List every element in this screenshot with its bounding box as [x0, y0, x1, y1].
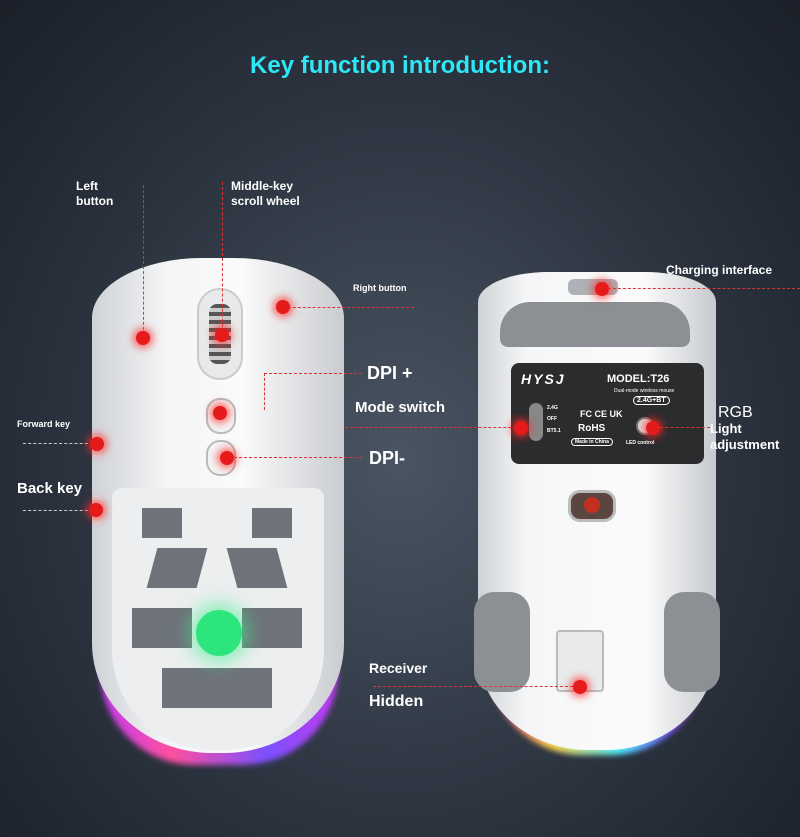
mode-switch-marker	[213, 406, 227, 420]
back-key-marker	[89, 503, 103, 517]
page-title: Key function introduction:	[250, 52, 550, 79]
right-glide-pad	[664, 592, 720, 692]
dpi-minus-label: DPI-	[369, 448, 405, 468]
receiver-label: Receiver	[369, 660, 428, 676]
subtitle-text: Dual-mode wireless mouse	[614, 388, 675, 394]
hidden-label: Hidden	[369, 693, 424, 710]
led-control-text: LED control	[626, 440, 655, 446]
receiver-marker	[573, 680, 587, 694]
model-text: MODEL:T26	[607, 373, 670, 385]
made-in-text: Made in China	[571, 438, 613, 446]
honeycomb-shell	[112, 488, 324, 750]
dpi-plus-label: DPI +	[367, 363, 413, 383]
top-glide-pad	[500, 302, 690, 347]
slider-switch-marker	[514, 421, 528, 435]
cert-marks: FC CE UK	[580, 409, 623, 419]
right-button-label: Right button	[353, 283, 407, 293]
left-glide-pad	[474, 592, 530, 692]
scroll-wheel-marker	[215, 328, 229, 342]
switch-pos-bt: BT5.1	[547, 428, 561, 434]
left-button-marker	[136, 331, 150, 345]
dpi-minus-marker	[220, 451, 234, 465]
mode-slider-switch[interactable]	[529, 403, 543, 441]
brand-logo: HYSJ	[521, 371, 566, 387]
forward-key-marker	[90, 437, 104, 451]
charging-interface-label: Charging interface	[666, 263, 773, 277]
switch-pos-off: OFF	[547, 416, 557, 422]
scroll-wheel[interactable]	[197, 288, 243, 380]
mode-switch-label: Mode switch	[355, 399, 446, 416]
forward-key-label: Forward key	[17, 419, 71, 429]
optical-sensor	[568, 490, 616, 522]
rgb-label: RGB	[718, 404, 753, 421]
led-marker	[646, 421, 660, 435]
charging-port	[568, 279, 618, 295]
rohs-mark: RoHS	[578, 423, 606, 434]
back-key-label: Back key	[17, 480, 83, 497]
charging-marker	[595, 282, 609, 296]
info-plate: HYSJ MODEL:T26 Dual-mode wireless mouse …	[511, 363, 704, 464]
glowing-logo	[196, 610, 242, 656]
right-button-marker	[276, 300, 290, 314]
mode-badge: 2.4G+BT	[633, 396, 670, 405]
switch-pos-24g: 2.4G	[547, 405, 558, 411]
